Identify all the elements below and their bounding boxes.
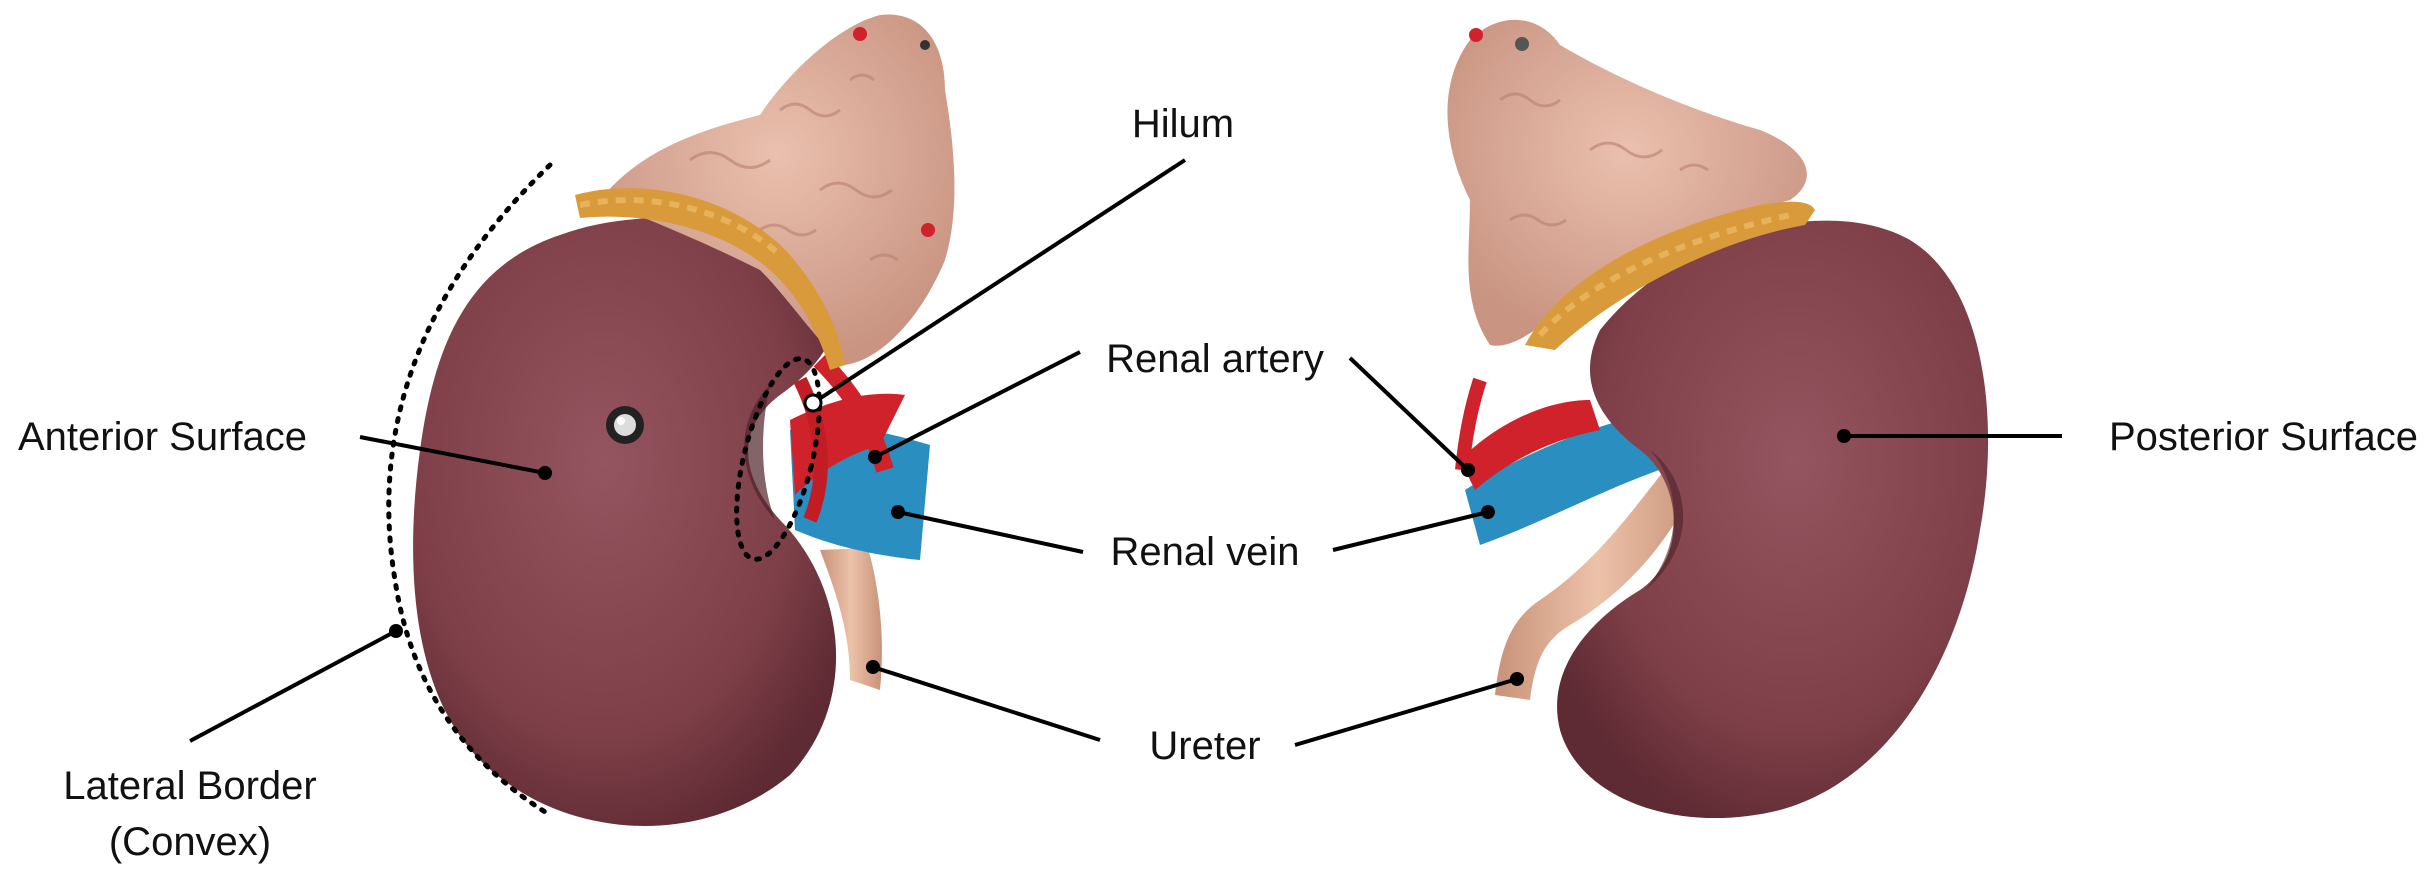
lateral-border-label-line1: Lateral Border: [63, 764, 316, 808]
right-kidney-body: [1557, 221, 1988, 818]
ureter-label: Ureter: [1149, 724, 1260, 768]
left-kidney-model: [413, 14, 954, 826]
ureter-point-left: [866, 660, 880, 674]
left-kidney-body: [413, 218, 836, 826]
renal-artery-leader-left: [875, 352, 1080, 457]
renal-artery-point-right: [1461, 463, 1475, 477]
lateral-border-label-line2: (Convex): [109, 820, 271, 864]
renal-vein-leader-right: [1333, 512, 1488, 550]
renal-artery-point-left: [868, 450, 882, 464]
renal-vein-leader-left: [898, 512, 1083, 552]
lateral-border-point: [389, 624, 403, 638]
renal-vein-point-right: [1481, 505, 1495, 519]
lateral-border-leader: [190, 631, 396, 741]
hilum-point: [805, 395, 821, 411]
renal-vein-label: Renal vein: [1110, 530, 1299, 574]
right-kidney-model: [1448, 20, 1989, 818]
anterior-surface-point: [538, 466, 552, 480]
ureter-leader-right: [1295, 679, 1517, 745]
renal-artery-label: Renal artery: [1106, 337, 1324, 381]
posterior-surface-label: Posterior Surface: [2109, 415, 2418, 459]
anterior-surface-label: Anterior Surface: [18, 415, 307, 459]
ureter-leader-left: [873, 667, 1100, 740]
renal-vein-point-left: [891, 505, 905, 519]
posterior-surface-point: [1837, 429, 1851, 443]
hilum-label: Hilum: [1132, 102, 1234, 146]
renal-artery-leader-right: [1350, 358, 1468, 470]
ureter-point-right: [1510, 672, 1524, 686]
